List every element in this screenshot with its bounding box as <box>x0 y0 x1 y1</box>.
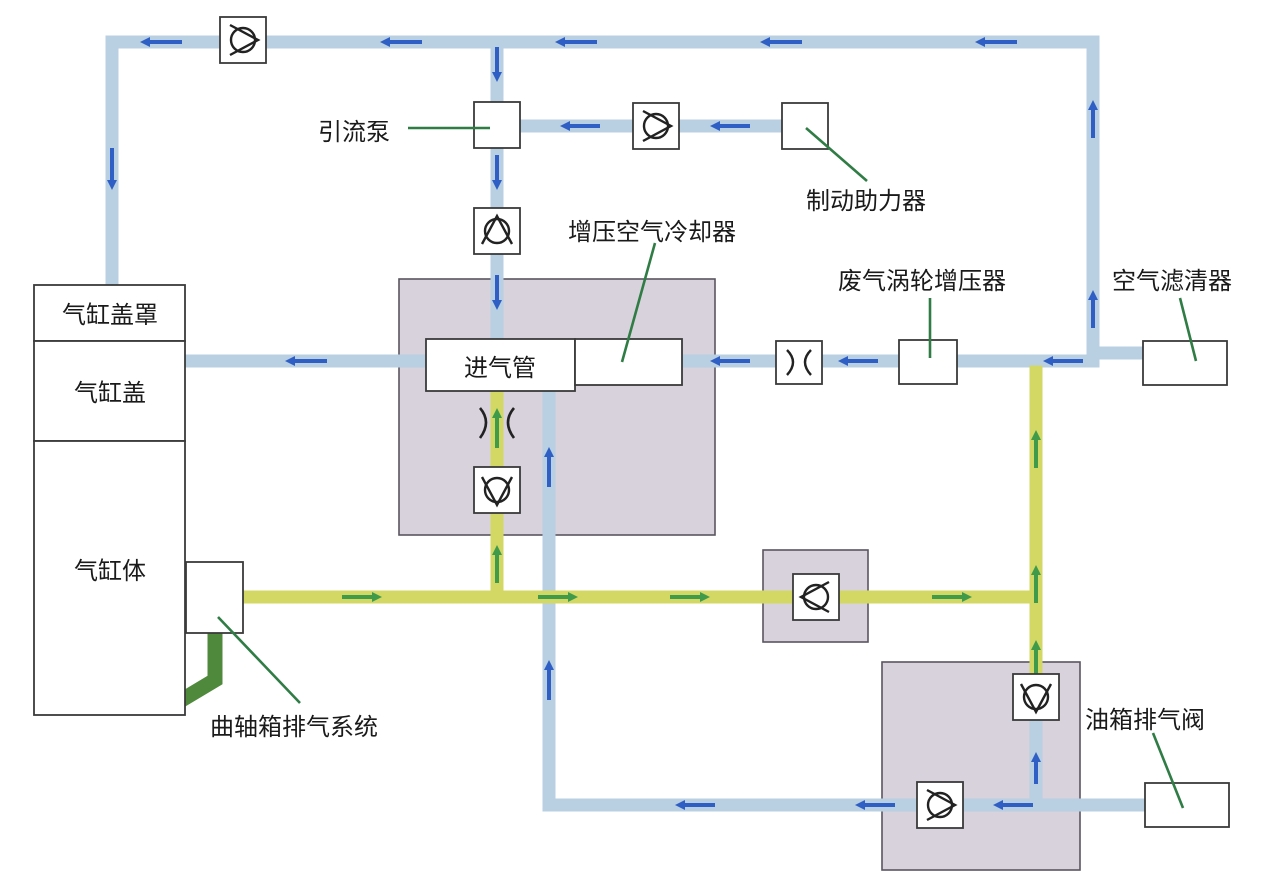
cylinder-block-label: 气缸体 <box>74 557 146 585</box>
check-valve-icon <box>472 465 522 515</box>
cylinder-head-box <box>33 340 186 442</box>
charge-air-cooler-box <box>574 338 683 386</box>
module-backgrounds <box>398 278 1081 871</box>
pipe-top-loop <box>105 35 1152 360</box>
air-filter-box <box>1142 340 1228 386</box>
cylinder-cover-shroud-label: 气缸盖罩 <box>62 301 158 329</box>
turbocharger-box <box>898 339 958 385</box>
ejector-pump-label: 引流泵 <box>318 118 390 146</box>
check-valve-icon <box>218 15 268 65</box>
brake-booster-box <box>781 102 829 150</box>
check-valve-icon <box>915 780 965 830</box>
intake-manifold-label: 进气管 <box>464 354 536 382</box>
flow-arrows-blue <box>107 37 1098 810</box>
ejector-pump-box <box>473 101 521 149</box>
intake-manifold-box <box>425 338 576 392</box>
cylinder-head-label: 气缸盖 <box>74 379 146 407</box>
crankcase-ventilation-label: 曲轴箱排气系统 <box>210 713 378 741</box>
throttle-icon <box>775 340 823 385</box>
check-valve-icon <box>472 206 522 256</box>
cylinder-cover-shroud-box <box>33 284 186 342</box>
leader-lines <box>217 126 1198 809</box>
charge-air-cooler-label: 增压空气冷却器 <box>568 218 736 246</box>
crankcase-ventilation-box <box>185 561 244 634</box>
intake-module <box>398 278 716 536</box>
tank-vent-valve-box <box>1144 782 1230 828</box>
crankcase-outlet <box>171 632 223 711</box>
tank-vent-valve-label: 油箱排气阀 <box>1085 706 1205 734</box>
check-valve-icon <box>791 572 841 622</box>
throttle-icon <box>478 407 516 439</box>
turbocharger-label: 废气涡轮增压器 <box>838 267 1006 295</box>
brake-booster-label: 制动助力器 <box>806 187 926 215</box>
engine <box>33 284 244 716</box>
flow-arrows-green <box>342 408 1041 674</box>
check-valve-icon <box>631 101 681 151</box>
check-valve-icon <box>1011 672 1061 722</box>
cylinder-block-box <box>33 440 186 716</box>
air-filter-label: 空气滤清器 <box>1112 267 1232 295</box>
